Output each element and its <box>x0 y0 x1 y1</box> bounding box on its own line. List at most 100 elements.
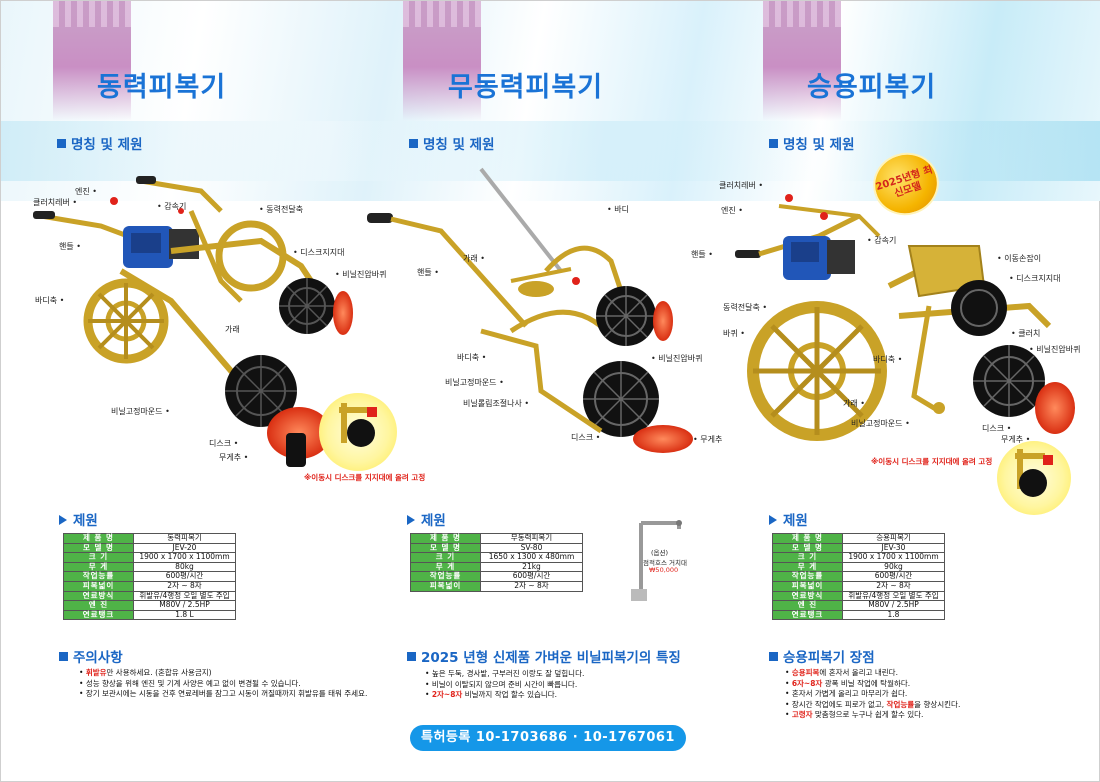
callout-reducer: 감속기 <box>867 235 896 246</box>
spec-value: 1650 x 1300 x 480mm <box>480 552 583 563</box>
spec-value: 휘발유/4행정 오일 별도 주입 <box>842 590 945 602</box>
callout-disc: 디스크 <box>209 438 238 449</box>
callout-handle: 핸들 <box>59 241 81 252</box>
list-item: 2자~8자 비닐까지 작업 할수 있습니다. <box>425 690 584 701</box>
list-text: 만 사용하세요. (혼합유 사용금지) <box>106 668 212 677</box>
square-bullet-icon <box>407 652 416 661</box>
list-text: 비닐이 이탈되지 않으며 준비 시간이 빠릅니다. <box>431 679 578 689</box>
list-item: 높은 두둑, 경사밭, 구부러진 이랑도 잘 덮힙니다. <box>425 669 585 680</box>
ribbon-decoration <box>763 1 841 121</box>
highlight-text: 고령자 <box>791 710 813 719</box>
spec-value: 2자 ~ 8자 <box>480 580 583 592</box>
list-text: 에 혼자서 올리고 내린다. <box>819 668 898 677</box>
callout-handle: 핸들 <box>417 267 439 278</box>
callout-vinyl-roll-bolt: 비닐롤림조절나사 <box>463 398 529 409</box>
spec-heading-label: 명칭 및 제원 <box>71 137 143 153</box>
spec-heading: 명칭 및 제원 <box>769 133 855 153</box>
spec-key: 엔 진 <box>772 600 843 611</box>
list-item: 비닐이 이탈되지 않으며 준비 시간이 빠릅니다. <box>425 680 584 691</box>
spec-value: 1900 x 1700 x 1100mm <box>133 552 236 563</box>
callout-power-shaft: 동력전달축 <box>259 204 303 215</box>
merits-heading: 승용피복기 장점 <box>769 646 875 666</box>
move-note: ※이동시 디스크를 지지대에 올려 고정 <box>304 473 426 482</box>
callout-wheel: 바퀴 <box>723 328 745 339</box>
spec-key: 연료탱크 <box>772 609 843 621</box>
callout-disc: 디스크 <box>982 423 1011 434</box>
callout-power-shaft: 동력전달축 <box>723 302 767 313</box>
spec-value: 1900 x 1700 x 1100mm <box>842 552 945 563</box>
spec-value: M80V / 2.5HP <box>133 600 236 611</box>
triangle-bullet-icon <box>407 515 415 525</box>
spec-value: 휘발유/4행정 오일 별도 주입 <box>133 590 236 602</box>
list-item: 고령자 맞춤형으로 누구나 쉽게 할수 있다. <box>785 710 960 721</box>
highlight-text: 2자~8자 <box>431 690 463 699</box>
spec-key: 크 기 <box>772 552 843 563</box>
spec-heading-label: 명칭 및 제원 <box>783 137 855 153</box>
callout-body-shaft: 바디축 <box>873 354 902 365</box>
list-text: 을 향상시킨다. <box>914 699 961 709</box>
spec-key: 제 품 명 <box>63 533 134 544</box>
highlight-text: 휘발유 <box>85 668 107 677</box>
list-item: 장시간 작업에도 피로가 없고, 작업능률을 향상시킨다. <box>785 699 961 711</box>
callout-engine: 엔진 <box>721 205 743 216</box>
square-bullet-icon <box>409 139 418 148</box>
spec-value: 600평/시간 <box>480 571 583 582</box>
list-text: 높은 두둑, 경사밭, 구부러진 이랑도 잘 덮힙니다. <box>431 669 585 678</box>
list-text: 장기 보관시에는 시동을 건후 연료레버를 잠그고 시동이 꺼질때까지 휘발유를… <box>85 689 368 698</box>
callout-body-shaft: 바디축 <box>457 352 486 363</box>
callout-engine: 엔진 <box>75 186 97 197</box>
spec-heading: 명칭 및 제원 <box>409 133 495 153</box>
inset-disc-detail <box>319 393 397 471</box>
option-label: (옵션) <box>651 549 669 557</box>
square-bullet-icon <box>57 139 66 148</box>
option-price: ₩50,000 <box>649 566 679 574</box>
notes-heading-label: 주의사항 <box>73 650 123 666</box>
list-text: 혼자서 가볍게 올리고 마무리가 쉽다. <box>791 689 908 698</box>
callout-clutch-lever: 클러치레버 <box>33 197 77 208</box>
callout-vinyl-fix-round: 비닐고정마운드 <box>445 377 504 388</box>
features-heading: 2025 년형 신제품 가벼운 비닐피복기의 특징 <box>407 646 681 666</box>
callout-disc-support: 디스크지지대 <box>1009 273 1060 284</box>
spec-key: 크 기 <box>63 552 134 563</box>
callout-reducer: 감속기 <box>157 201 186 212</box>
spec-value: 동력피복기 <box>133 533 236 544</box>
callout-body-shaft: 바디축 <box>35 295 64 306</box>
list-item: 승용피복에 혼자서 올리고 내린다. <box>785 668 960 679</box>
callout-weight: 무게추 <box>219 452 248 463</box>
callout-frame: 가래 <box>843 398 865 409</box>
title-power-mulcher: 동력피복기 <box>97 72 227 103</box>
ribbon-decoration <box>53 1 131 121</box>
callout-frame: 가래 <box>463 253 485 264</box>
spec-value: 600평/시간 <box>842 571 945 582</box>
callout-vinyl-press-wheel: 비닐진압바퀴 <box>651 353 702 364</box>
option-name: 점적호스 거치대 <box>643 559 687 567</box>
spec-value: 2자 ~ 8자 <box>842 580 945 592</box>
list-text: 장시간 작업에도 피로가 없고, <box>791 699 887 709</box>
list-text: 성능 향상을 위해 엔진 및 기계 사양은 예고 없이 변경될 수 있습니다. <box>85 678 301 688</box>
highlight-text: 작업능률 <box>886 699 915 709</box>
callout-disc-support: 디스크지지대 <box>293 247 344 258</box>
callout-vinyl-press-wheel: 비닐진압바퀴 <box>1029 344 1080 355</box>
spec-value: M80V / 2.5HP <box>842 600 945 611</box>
callout-handle: 핸들 <box>691 249 713 260</box>
square-bullet-icon <box>769 652 778 661</box>
square-bullet-icon <box>769 139 778 148</box>
notes-heading: 주의사항 <box>59 646 123 666</box>
callout-vinyl-fix-round: 비닐고정마운드 <box>851 418 910 429</box>
merits-list: 승용피복에 혼자서 올리고 내린다.6자~8자 광폭 비닐 작업에 탁월하다.혼… <box>785 668 961 721</box>
manual-mulcher-illustration <box>367 167 693 453</box>
features-list: 높은 두둑, 경사밭, 구부러진 이랑도 잘 덮힙니다.비닐이 이탈되지 않으며… <box>425 669 585 701</box>
spec-key: 피복넓이 <box>63 580 134 592</box>
callout-body: 바디 <box>607 204 629 215</box>
list-item: 성능 향상을 위해 엔진 및 기계 사양은 예고 없이 변경될 수 있습니다. <box>79 679 367 690</box>
spec-heading-label: 명칭 및 제원 <box>423 137 495 153</box>
spec-key: 제 품 명 <box>772 533 843 544</box>
